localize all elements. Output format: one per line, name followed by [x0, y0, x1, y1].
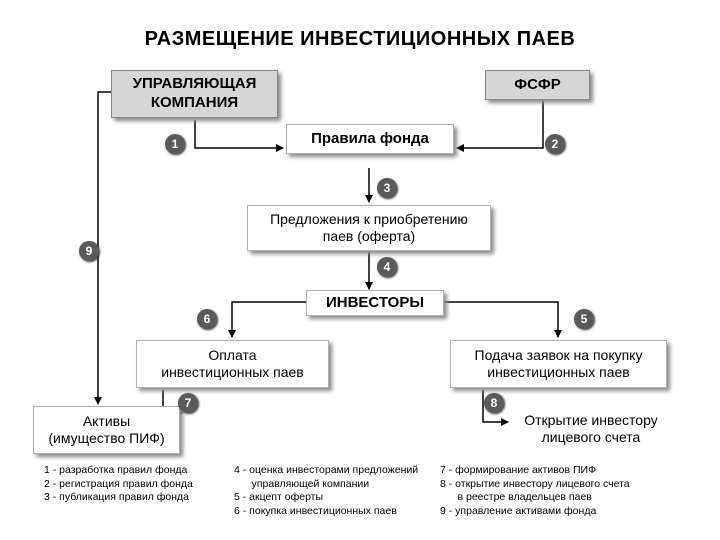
arrow-8 — [482, 390, 509, 426]
step-badge-5: 5 — [574, 309, 594, 329]
offer-box: Предложения к приобретению паев (оферта) — [247, 205, 491, 251]
investors-box: ИНВЕСТОРЫ — [306, 290, 444, 316]
step-badge-7: 7 — [178, 393, 198, 413]
rules-box: Правила фонда — [286, 124, 454, 154]
arrow-9 — [94, 91, 118, 405]
fsfr-box: ФСФР — [485, 70, 590, 100]
arrow-5 — [444, 301, 562, 338]
step-badge-1: 1 — [165, 134, 185, 154]
arrow-2 — [456, 100, 544, 152]
application-box: Подача заявок на покупку инвестиционных … — [450, 340, 667, 388]
manager-box: УПРАВЛЯЮЩАЯ КОМПАНИЯ — [111, 70, 278, 118]
payment-box: Оплата инвестиционных паев — [136, 340, 329, 388]
arrow-1 — [194, 120, 284, 152]
legend-column-3: 7 - формирование активов ПИФ 8 - открыти… — [440, 464, 630, 517]
step-badge-6: 6 — [197, 309, 217, 329]
legend-column-2: 4 - оценка инвесторами предложений управ… — [234, 464, 419, 517]
assets-box: Активы (имущество ПИФ) — [33, 406, 180, 454]
step-badge-3: 3 — [377, 178, 397, 198]
step-badge-2: 2 — [545, 134, 565, 154]
step-badge-8: 8 — [484, 393, 504, 413]
legend-column-1: 1 - разработка правил фонда 2 - регистра… — [44, 464, 193, 503]
step-badge-9: 9 — [79, 241, 99, 261]
step-badge-4: 4 — [377, 257, 397, 277]
diagram-title: РАЗМЕЩЕНИЕ ИНВЕСТИЦИОННЫХ ПАЕВ — [144, 28, 576, 50]
account-box: Открытие инвестору лицевого счета — [524, 411, 658, 446]
arrow-6 — [228, 301, 306, 338]
